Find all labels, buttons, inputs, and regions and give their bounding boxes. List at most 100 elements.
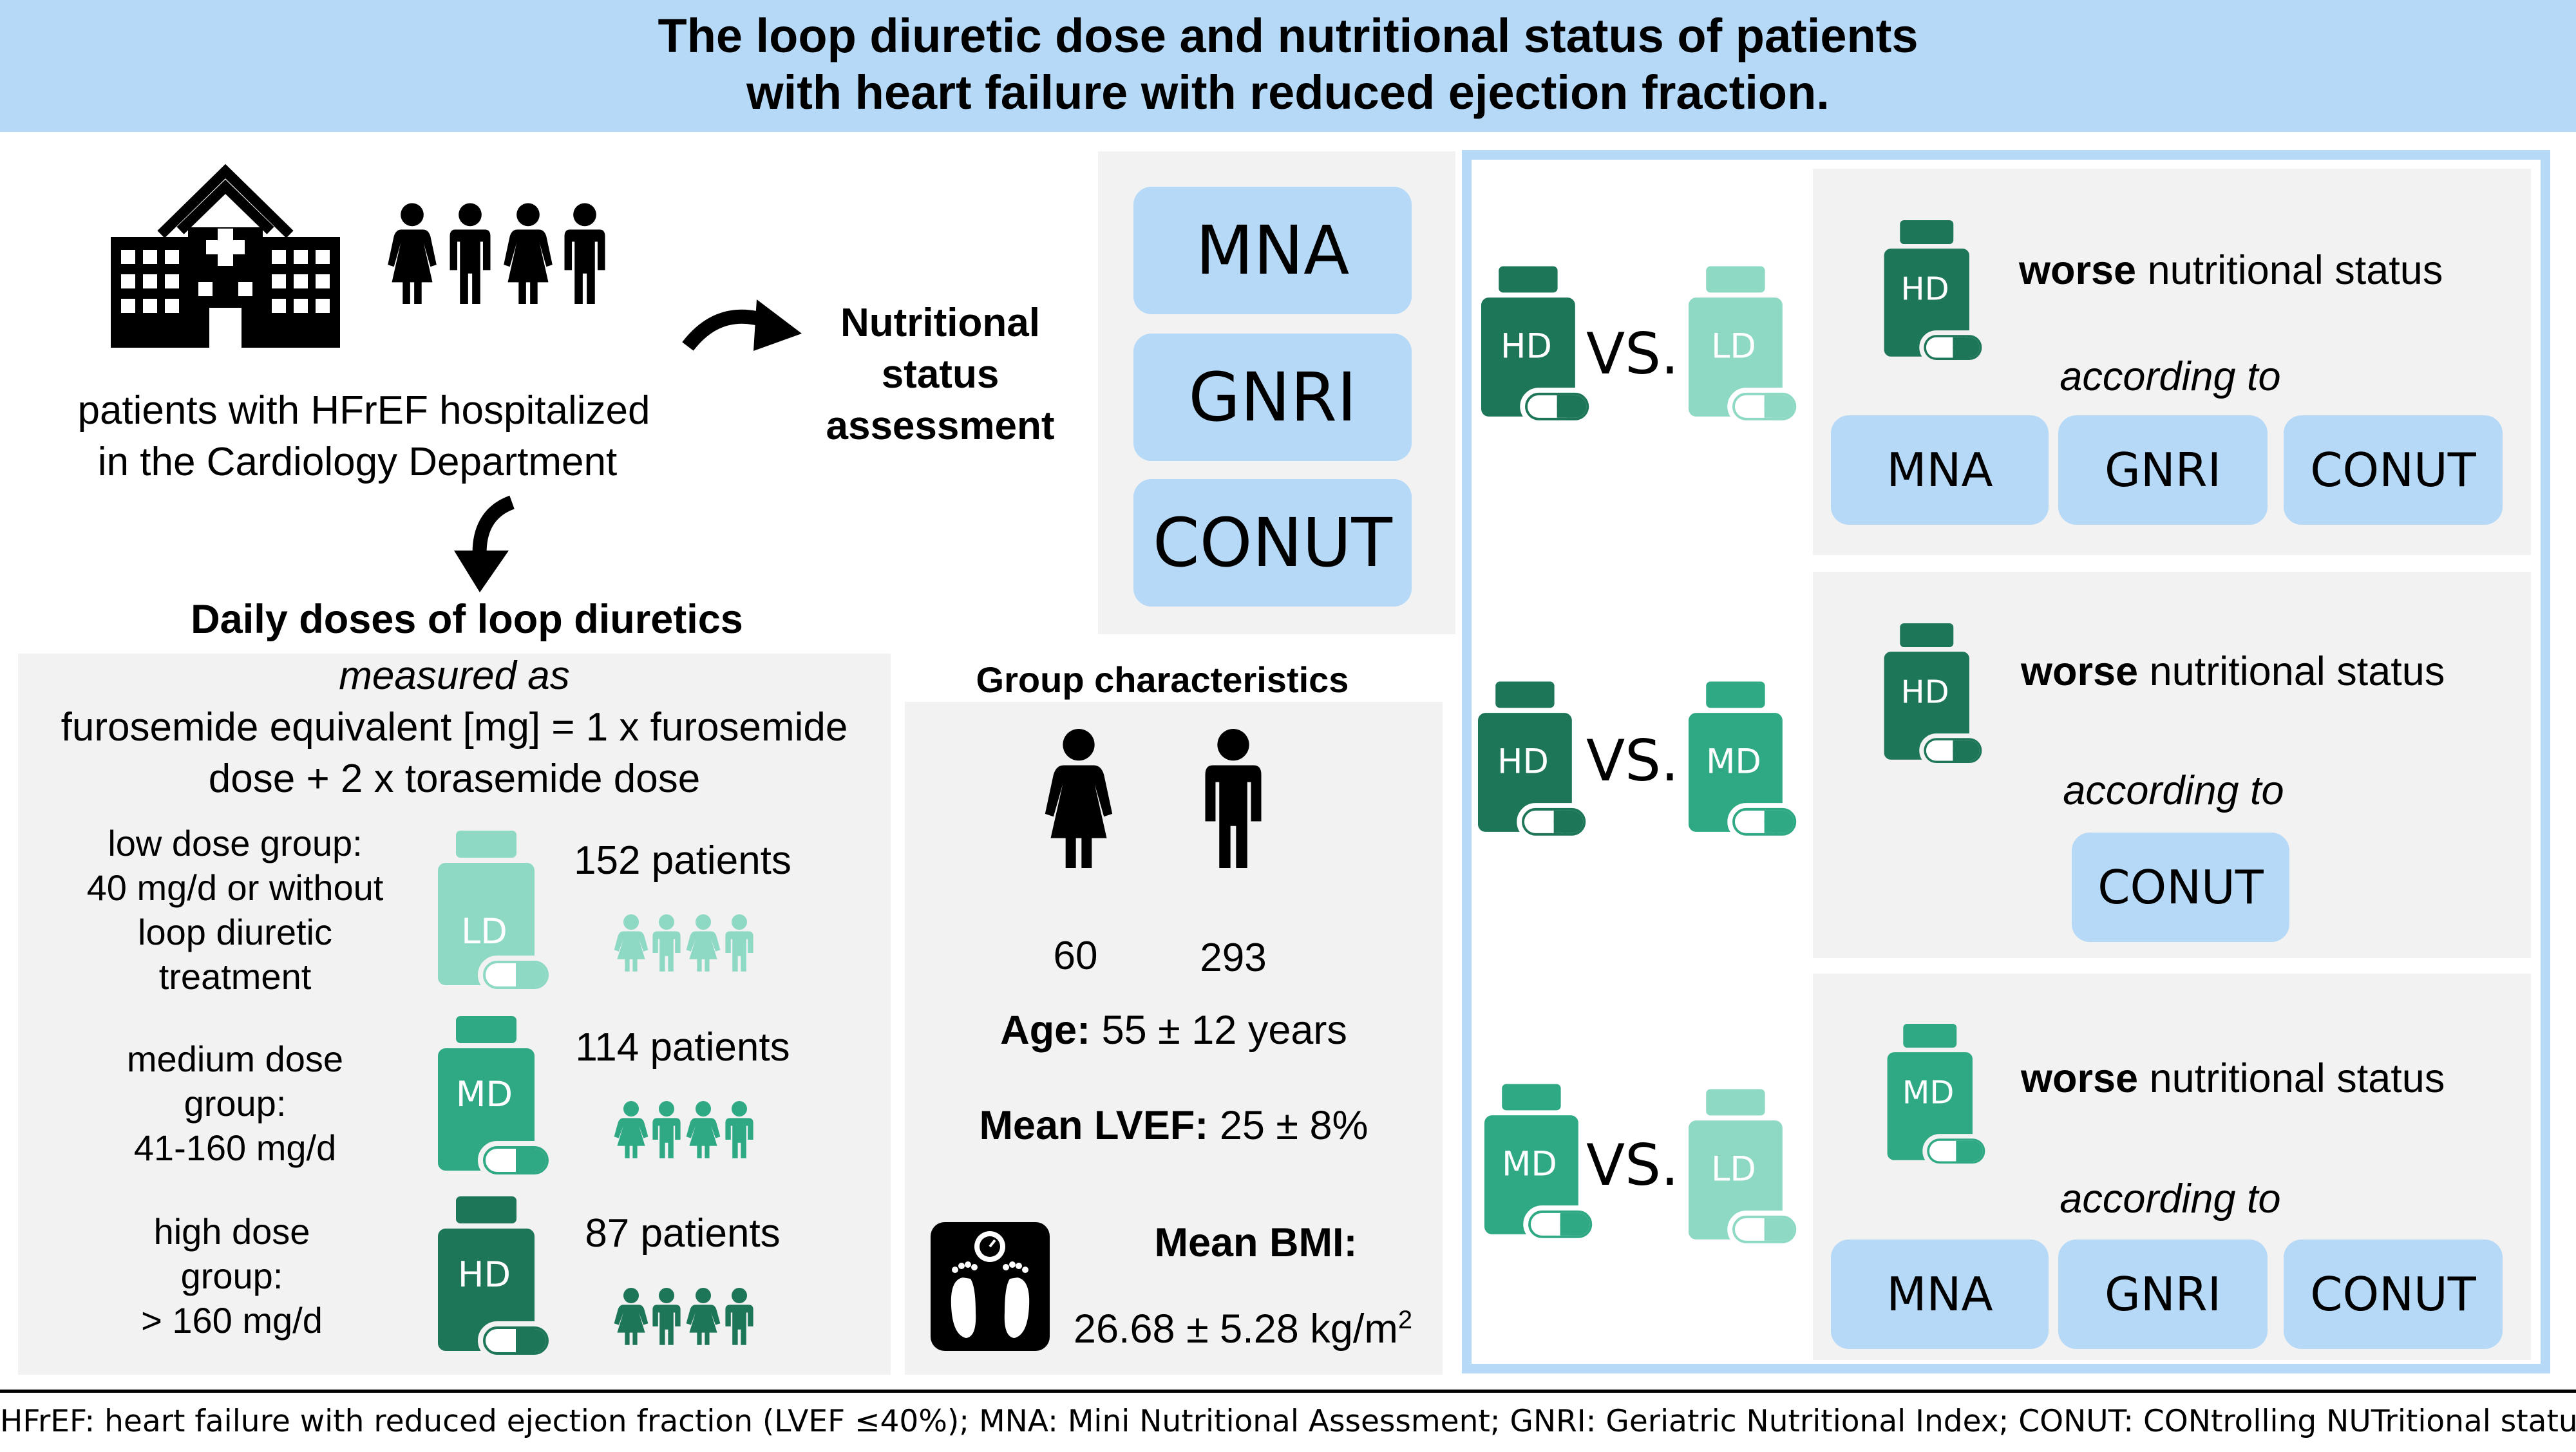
title-line-1: The loop diuretic dose and nutritional s… (658, 9, 1918, 62)
group-low-label: low dose group: 40 mg/d or without loop … (39, 821, 431, 999)
pill-bottle-icon: HD (1884, 220, 1987, 365)
vs-label: VS. (1586, 321, 1680, 387)
hospital-icon (111, 164, 340, 348)
comparison-3-tool: MNA (1831, 1240, 2049, 1349)
pill-bottle-icon: LD (1689, 266, 1801, 426)
bmi-value: 26.68 ± 5.28 kg/m (1073, 1306, 1398, 1352)
group-medium-label-line: 41-160 mg/d (133, 1127, 337, 1168)
lvef-value: 25 ± 8% (1208, 1103, 1368, 1148)
group-high-label-line: high dose (153, 1211, 310, 1252)
age-value: 55 ± 12 years (1090, 1008, 1347, 1053)
comparison-3-result: worse nutritional status (2021, 1053, 2445, 1104)
people-icon (388, 203, 605, 304)
according-to: according to (2060, 354, 2281, 399)
pill-bottle-icon: HD (438, 1196, 554, 1360)
assessment-line-1: Nutritional (840, 301, 1040, 345)
group-high-label: high dose group: > 160 mg/d (32, 1209, 431, 1343)
worse-label: worse (2021, 649, 2139, 694)
bmi-sup: 2 (1397, 1306, 1413, 1334)
age-stat: Age: 55 ± 12 years (905, 1004, 1443, 1056)
family-icon (614, 1101, 753, 1158)
vs-label: VS. (1586, 1132, 1680, 1198)
group-low-label-line: low dose group: (108, 823, 363, 863)
intro-line-2: in the Cardiology Department (97, 440, 618, 484)
arrow-icon (454, 495, 515, 592)
female-count: 60 (1053, 934, 1098, 978)
group-high-label-line: group: (180, 1256, 283, 1296)
arrow-icon (682, 299, 802, 351)
family-icon (614, 914, 753, 972)
vs-label: VS. (1586, 728, 1680, 794)
group-medium-patients: 114 patients (575, 1025, 790, 1070)
bottle-label: MD (1706, 742, 1761, 781)
assessment-line-3: assessment (826, 404, 1055, 448)
pill-bottle-icon: MD (1689, 681, 1801, 841)
title-line-2: with heart failure with reduced ejection… (746, 66, 1830, 119)
bottle-label: LD (461, 911, 507, 952)
comparison-1-tool: MNA (1831, 415, 2049, 525)
group-low-label-line: treatment (158, 956, 312, 997)
pill-bottle-icon: MD (1887, 1024, 1990, 1169)
age-label: Age: (1000, 1008, 1091, 1053)
according-to: according to (2063, 768, 2284, 813)
family-icon (614, 1288, 753, 1345)
footer-abbreviations: HFrEF: heart failure with reduced ejecti… (0, 1390, 2576, 1452)
bottle-label: LD (1711, 326, 1756, 366)
male-count: 293 (1200, 936, 1267, 980)
bottle-label: LD (1711, 1149, 1756, 1189)
pill-bottle-icon: HD (1481, 266, 1594, 426)
formula-line-2: dose + 2 x torasemide dose (208, 757, 701, 801)
status-label: nutritional status (2138, 649, 2445, 694)
pill-bottle-icon: MD (1484, 1084, 1597, 1243)
assessment-line-2: status (881, 352, 999, 397)
lvef-stat: Mean LVEF: 25 ± 8% (905, 1100, 1443, 1151)
group-high-patients: 87 patients (585, 1211, 781, 1256)
group-low-patients: 152 patients (574, 838, 791, 883)
bottle-label: HD (1497, 742, 1549, 781)
bottle-label: HD (1901, 674, 1949, 711)
group-medium-label-line: group: (184, 1083, 287, 1124)
male-icon (1205, 728, 1262, 868)
measured-as: measured as (339, 654, 570, 698)
comparison-1-tool: CONUT (2284, 415, 2503, 525)
title-bar: The loop diuretic dose and nutritional s… (0, 0, 2576, 132)
bottle-label: HD (458, 1254, 511, 1295)
comparison-2-result: worse nutritional status (2021, 646, 2445, 697)
status-label: nutritional status (2136, 248, 2443, 293)
worse-label: worse (2019, 248, 2137, 293)
bottle-label: MD (1502, 1144, 1557, 1183)
formula-line-1: furosemide equivalent [mg] = 1 x furosem… (61, 705, 848, 750)
bottle-label: HD (1901, 270, 1949, 308)
comparison-3-tool: GNRI (2058, 1240, 2268, 1349)
female-icon (1045, 728, 1113, 868)
comparison-1-result: worse nutritional status (2019, 245, 2443, 296)
bottle-label: MD (456, 1074, 513, 1115)
lvef-label: Mean LVEF: (979, 1103, 1209, 1148)
according-to: according to (2060, 1176, 2281, 1221)
worse-label: worse (2021, 1056, 2139, 1101)
group-low-label-line: 40 mg/d or without (86, 867, 384, 908)
group-medium-label-line: medium dose (126, 1039, 344, 1079)
bmi-stat: 26.68 ± 5.28 kg/m2 (1050, 1294, 1436, 1355)
pill-bottle-icon: MD (438, 1016, 554, 1180)
bottle-label: HD (1501, 326, 1552, 366)
tool-pill-conut: CONUT (1133, 479, 1412, 607)
group-high-label-line: > 160 mg/d (141, 1300, 323, 1341)
pill-bottle-icon: LD (1689, 1089, 1801, 1249)
bottle-label: MD (1902, 1074, 1955, 1111)
tool-pill-mna: MNA (1133, 187, 1412, 314)
group-low-label-line: loop diuretic (138, 912, 332, 952)
scale-icon (931, 1222, 1050, 1351)
comparisons-frame (1462, 150, 2550, 1373)
characteristics-heading: Group characteristics (976, 659, 1349, 700)
doses-heading: Daily doses of loop diuretics (191, 597, 743, 642)
bmi-label: Mean BMI: (1154, 1220, 1358, 1265)
comparison-2-tool: CONUT (2072, 833, 2289, 942)
status-label: nutritional status (2138, 1056, 2445, 1101)
comparison-1-tool: GNRI (2058, 415, 2268, 525)
comparison-3-tool: CONUT (2284, 1240, 2503, 1349)
pill-bottle-icon: HD (1478, 681, 1591, 841)
intro-line-1: patients with HFrEF hospitalized (77, 388, 650, 433)
tool-pill-gnri: GNRI (1133, 334, 1412, 461)
group-medium-label: medium dose group: 41-160 mg/d (39, 1037, 431, 1170)
